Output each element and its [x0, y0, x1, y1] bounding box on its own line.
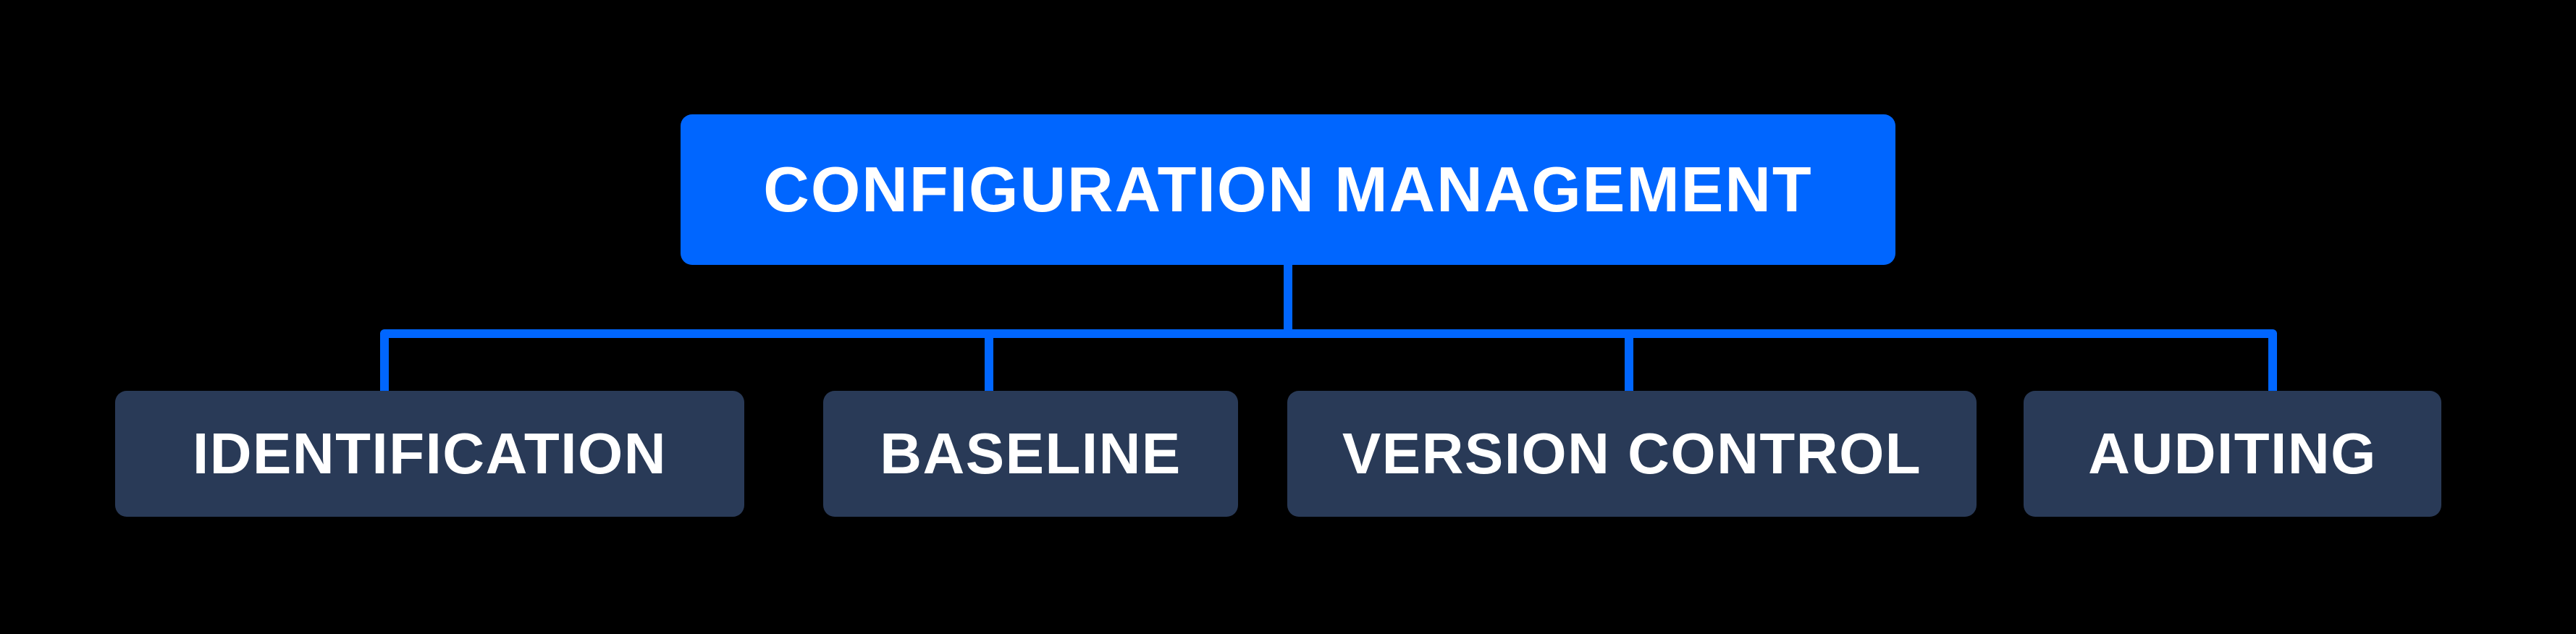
- connector-root-stem: [1284, 263, 1292, 334]
- node-identification-label: IDENTIFICATION: [192, 421, 668, 486]
- node-baseline: BASELINE: [823, 391, 1238, 517]
- node-baseline-label: BASELINE: [880, 421, 1182, 486]
- connector-drop-identification: [380, 333, 389, 391]
- node-configuration-management: CONFIGURATION MANAGEMENT: [681, 114, 1895, 265]
- connector-drop-baseline: [985, 333, 993, 391]
- connector-drop-auditing: [2268, 333, 2277, 391]
- connector-horizontal-rail: [380, 329, 2277, 338]
- node-version-control: VERSION CONTROL: [1287, 391, 1977, 517]
- node-version-control-label: VERSION CONTROL: [1342, 421, 1922, 486]
- node-auditing: AUDITING: [2024, 391, 2441, 517]
- node-auditing-label: AUDITING: [2088, 421, 2377, 486]
- connector-drop-version-control: [1625, 333, 1633, 391]
- node-configuration-management-label: CONFIGURATION MANAGEMENT: [763, 153, 1813, 225]
- node-identification: IDENTIFICATION: [115, 391, 744, 517]
